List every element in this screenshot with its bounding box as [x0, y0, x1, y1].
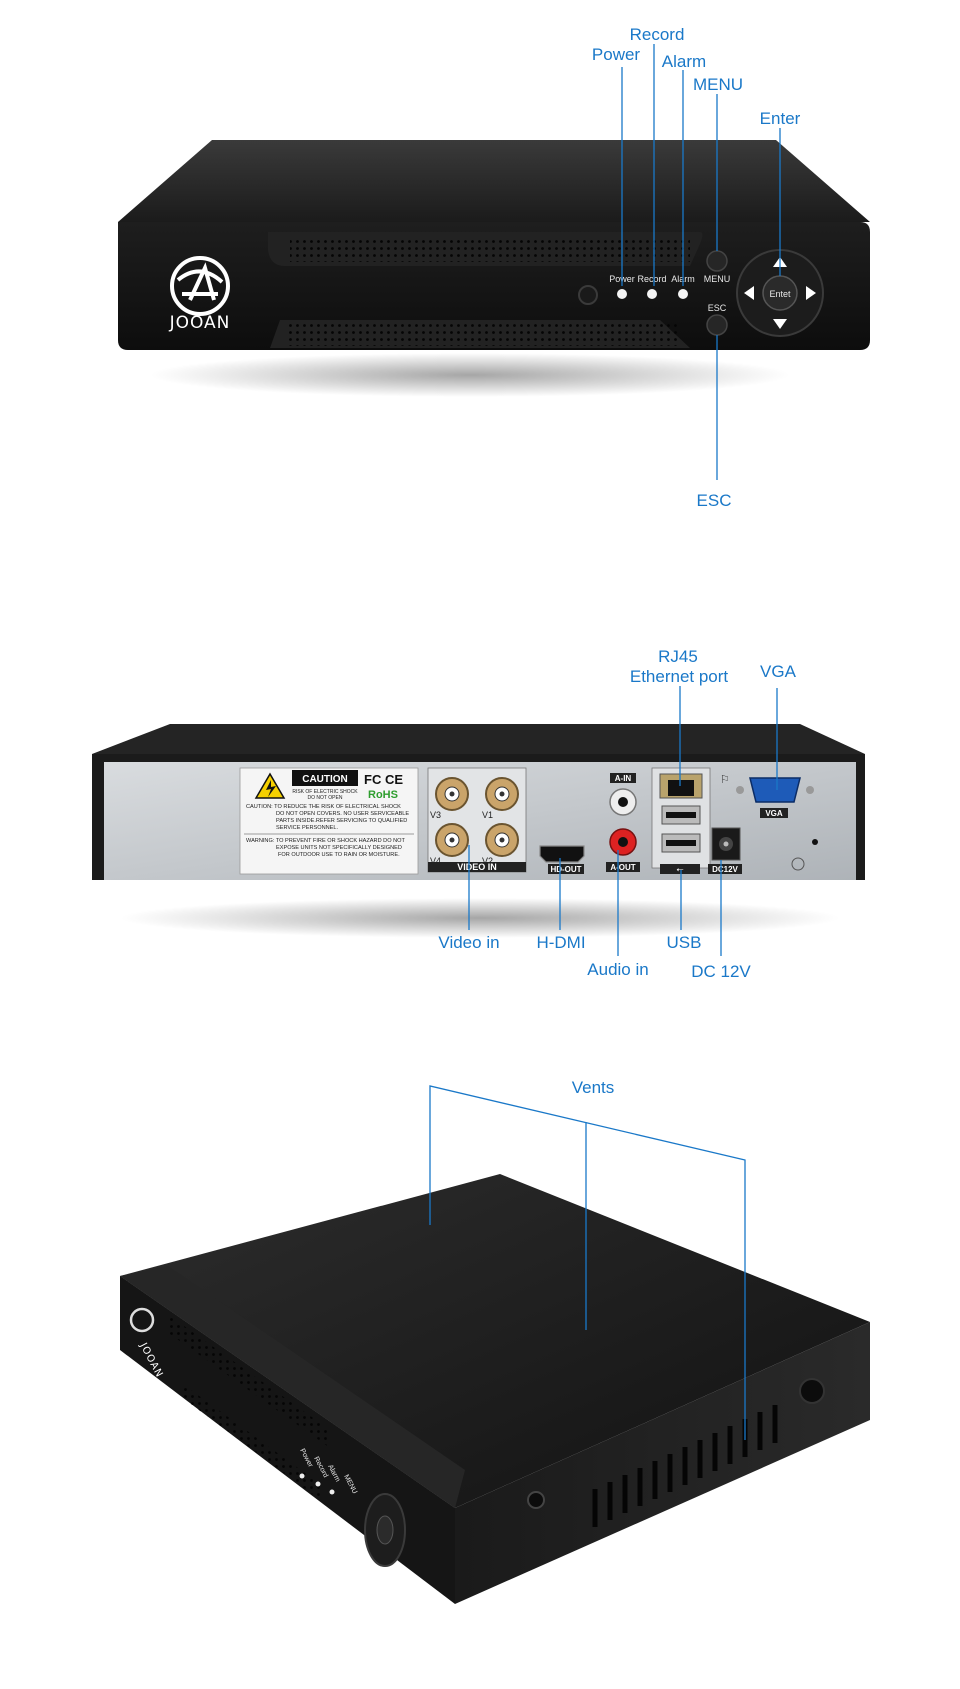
front-view: JOOAN Power Record Alarm MENU ESC Entet: [118, 25, 870, 510]
record-led: [647, 289, 657, 299]
logo-text: JOOAN: [169, 313, 231, 333]
label-v1: V1: [482, 810, 493, 820]
label-dc12v: DC12V: [712, 865, 738, 874]
hdmi-port[interactable]: [539, 845, 585, 863]
rear-shadow: [120, 898, 840, 938]
side-power-led: [299, 1473, 305, 1479]
ground-symbol-icon: [791, 857, 805, 871]
bnc-v4[interactable]: [435, 823, 469, 857]
rohs-mark: RoHS: [368, 789, 398, 801]
svg-text:WARNING: TO PREVENT FIRE OR SH: WARNING: TO PREVENT FIRE OR SHOCK HAZARD…: [246, 838, 406, 844]
label-vga: VGA: [765, 809, 783, 818]
callout-record: Record: [630, 25, 685, 44]
callout-rj45: RJ45: [658, 647, 698, 666]
rca-audio-out[interactable]: [609, 828, 637, 856]
usb-port-2[interactable]: [661, 833, 701, 853]
label-hd-out: HD-OUT: [550, 865, 581, 874]
rj45-port[interactable]: [659, 773, 703, 799]
bnc-v3[interactable]: [435, 777, 469, 811]
bnc-v1[interactable]: [485, 777, 519, 811]
callout-audio-in: Audio in: [587, 960, 648, 979]
side-fan-port: [799, 1378, 825, 1404]
lightning-icon: [266, 780, 276, 797]
ground-screw: [812, 839, 818, 845]
callout-hdmi: H-DMI: [536, 933, 585, 952]
svg-text:FOR OUTDOOR USE TO RAIN OR MOI: FOR OUTDOOR USE TO RAIN OR MOISTURE.: [278, 852, 400, 858]
svg-text:DO NOT OPEN: DO NOT OPEN: [308, 795, 343, 801]
panel-label-menu: MENU: [704, 274, 731, 284]
callout-vga: VGA: [760, 662, 797, 681]
side-vent-slots: [592, 1405, 778, 1527]
esc-button[interactable]: [706, 314, 728, 336]
ce-mark: CE: [385, 772, 403, 787]
label-v3: V3: [430, 810, 441, 820]
svg-text:PARTS INSIDE.REFER SERVICING T: PARTS INSIDE.REFER SERVICING TO QUALIFIE…: [276, 818, 407, 824]
front-top-surface: [118, 140, 870, 222]
rear-top-surface: [92, 724, 865, 754]
down-arrow-icon[interactable]: [773, 319, 787, 329]
callout-ethernet: Ethernet port: [630, 667, 729, 686]
dc-power-jack[interactable]: [711, 827, 741, 861]
enter-button-label: Entet: [769, 289, 791, 299]
side-enter-button[interactable]: [376, 1515, 394, 1545]
callout-dc12v: DC 12V: [691, 962, 751, 981]
right-arrow-icon[interactable]: [806, 286, 816, 300]
caution-label: CAUTION RISK OF ELECTRIC SHOCK DO NOT OP…: [239, 767, 419, 875]
front-vent-lower-holes: [285, 324, 680, 346]
usb-port-1[interactable]: [661, 805, 701, 825]
menu-button[interactable]: [706, 250, 728, 272]
direction-pad[interactable]: Entet: [736, 249, 824, 337]
side-logo-globe-icon: [129, 1307, 155, 1333]
svg-text:CAUTION: TO REDUCE THE RISK OF: CAUTION: TO REDUCE THE RISK OF ELECTRICA…: [246, 804, 401, 810]
side-front-bezel: [120, 1266, 465, 1508]
side-front-vent-lower: [180, 1382, 320, 1500]
rear-view: CAUTION RISK OF ELECTRIC SHOCK DO NOT OP…: [92, 647, 865, 981]
network-icon: ⚐: [720, 774, 730, 786]
front-shadow: [150, 353, 790, 397]
side-screw: [527, 1491, 545, 1509]
callout-alarm: Alarm: [662, 52, 706, 71]
callout-enter: Enter: [760, 109, 801, 128]
callout-menu: MENU: [693, 75, 743, 94]
svg-text:SERVICE PERSONNEL.: SERVICE PERSONNEL.: [276, 825, 339, 831]
rca-audio-in[interactable]: [609, 788, 637, 816]
alarm-led: [678, 289, 688, 299]
svg-text:RISK OF ELECTRIC SHOCK: RISK OF ELECTRIC SHOCK: [292, 789, 358, 795]
jooan-logo: JOOAN: [169, 256, 231, 333]
panel-label-record: Record: [637, 274, 666, 284]
front-vent-upper-holes: [290, 240, 690, 262]
vga-port[interactable]: [736, 777, 814, 803]
power-led: [617, 289, 627, 299]
side-view: JOOAN Power Record Alarm MENU: [120, 1078, 870, 1604]
label-a-in: A-IN: [615, 774, 632, 783]
bnc-v2[interactable]: [485, 823, 519, 857]
label-v2: V2: [482, 856, 493, 866]
side-record-led: [315, 1481, 321, 1487]
caution-heading: CAUTION: [302, 774, 348, 785]
label-video-in: VIDEO IN: [457, 862, 497, 872]
side-right-face: [455, 1322, 870, 1604]
fcc-mark: FC: [364, 772, 382, 787]
label-v4: V4: [430, 856, 441, 866]
label-a-out: A-OUT: [610, 863, 635, 872]
callout-vents: Vents: [572, 1078, 615, 1097]
video-in-block: V3 V1 V4 V2 VIDEO IN: [427, 767, 527, 873]
callout-usb: USB: [667, 933, 702, 952]
callout-esc: ESC: [697, 491, 732, 510]
callout-video-in: Video in: [438, 933, 499, 952]
side-alarm-led: [329, 1489, 335, 1495]
ir-sensor: [578, 285, 598, 305]
usb-icon: ⭠: [676, 864, 683, 874]
svg-text:DO NOT OPEN COVERS. NO USER SE: DO NOT OPEN COVERS. NO USER SERVICEABLE: [276, 811, 409, 817]
svg-text:EXPOSE UNITS NOT SPECIFICALLY: EXPOSE UNITS NOT SPECIFICALLY DESIGNED: [276, 845, 402, 851]
left-arrow-icon[interactable]: [744, 286, 754, 300]
leader-vents: [429, 1085, 746, 1440]
logo-globe-icon: [170, 256, 230, 316]
callout-power: Power: [592, 45, 641, 64]
panel-label-esc: ESC: [708, 303, 727, 313]
side-top-surface: [120, 1174, 870, 1508]
side-front-vent-upper: [170, 1316, 330, 1448]
